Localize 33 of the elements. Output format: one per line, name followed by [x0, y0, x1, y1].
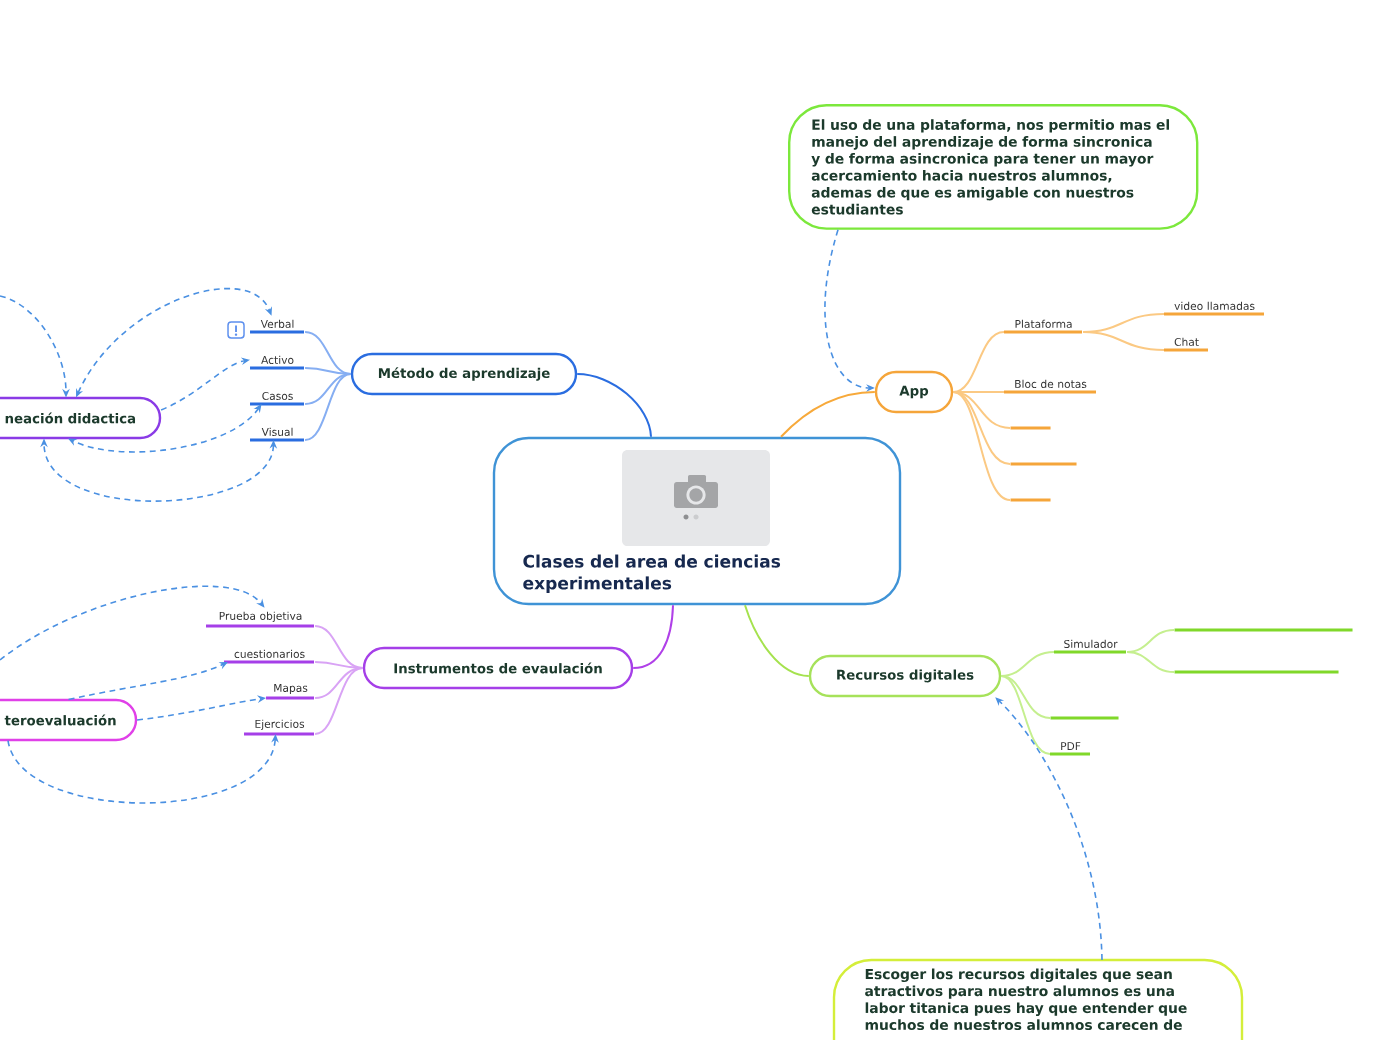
- underline-bar: [1010, 462, 1077, 466]
- branch-line: [1082, 331, 1165, 351]
- branch-line: [314, 667, 364, 699]
- branch-line: [314, 667, 364, 735]
- underline-bar: [1174, 670, 1339, 674]
- branch-line: [744, 604, 810, 677]
- underline-bar: [1050, 716, 1119, 720]
- branch-line: [1000, 675, 1051, 719]
- branch-line: [1000, 651, 1055, 677]
- dashed-arrow: [995, 697, 1103, 961]
- branch-line: [576, 373, 652, 438]
- dashed-double-arrow: [68, 404, 262, 453]
- branch-line: [314, 625, 364, 669]
- branch-line: [304, 331, 352, 375]
- branch-line: [952, 391, 1005, 393]
- dashed-arrow: [0, 585, 265, 661]
- branch-line: [780, 391, 876, 438]
- branch-line: [304, 367, 352, 375]
- branch-line: [952, 331, 1005, 393]
- branch-line: [314, 661, 364, 669]
- branch-line: [1126, 651, 1175, 673]
- underline-bar: [1010, 498, 1051, 502]
- underline-bar: [1174, 628, 1353, 632]
- branch-line: [952, 391, 1011, 429]
- branch-line: [1126, 629, 1175, 653]
- branch-line: [1000, 675, 1051, 755]
- branch-line: [632, 604, 674, 669]
- branch-line: [952, 391, 1011, 501]
- branch-line: [304, 373, 352, 405]
- dashed-arrow: [67, 662, 228, 701]
- underline-bar: [1010, 426, 1051, 430]
- branch-line: [304, 373, 352, 441]
- branch-line: [952, 391, 1011, 465]
